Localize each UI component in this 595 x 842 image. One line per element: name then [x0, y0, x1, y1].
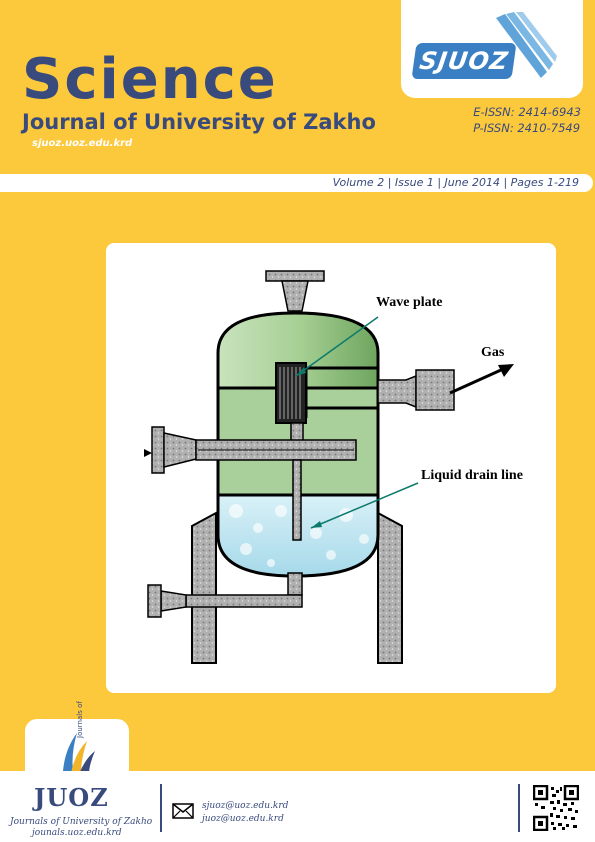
top-nozzle	[281, 280, 309, 312]
volume-bar	[0, 174, 593, 192]
website-link[interactable]: sjuoz.uoz.edu.krd	[32, 138, 133, 149]
outlet-flange	[147, 584, 162, 618]
mail-icon	[172, 803, 194, 819]
drain-line	[292, 459, 302, 541]
label-wave-plate: Wave plate	[376, 295, 443, 310]
label-gas: Gas	[481, 345, 505, 360]
book-pages-icon	[496, 12, 557, 78]
eissn: E-ISSN: 2414-6943	[473, 105, 581, 119]
left-leg	[191, 511, 217, 664]
juoz-logo-card	[25, 719, 129, 779]
juoz-url[interactable]: jounals.uoz.edu.krd	[32, 828, 122, 838]
issue-info: Volume 2 | Issue 1 | June 2014 | Pages 1…	[332, 176, 579, 189]
bubbles	[229, 504, 369, 567]
outlet-pipe	[185, 594, 303, 608]
email-sjuoz[interactable]: sjuoz@uoz.edu.krd	[202, 801, 289, 811]
journal-subtitle: Journal of University of Zakho	[22, 110, 376, 134]
gas-outlet-flange	[415, 369, 455, 411]
label-liquid-drain: Liquid drain line	[421, 468, 523, 483]
gas-outlet-nozzle	[377, 374, 417, 409]
footer-bar	[0, 771, 595, 842]
top-flange	[265, 270, 325, 282]
gas-arrow-head	[498, 364, 514, 377]
right-leg	[377, 511, 403, 664]
separator-vessel-diagram: Wave plate Gas Liquid drain line	[144, 270, 523, 664]
outlet-nozzle	[160, 590, 187, 612]
pissn: P-ISSN: 2410-7549	[473, 121, 581, 135]
juoz-full-name: Journals of University of Zakho	[10, 817, 153, 827]
email-juoz[interactable]: juoz@uoz.edu.krd	[202, 814, 284, 824]
juoz-emblem-icon	[63, 733, 95, 774]
journal-title: Science	[22, 47, 278, 112]
juoz-wordmark: JUOZ	[34, 783, 109, 812]
issn-block: E-ISSN: 2414-6943 P-ISSN: 2410-7549	[473, 104, 581, 136]
cover-figure-panel: Wave plate Gas Liquid drain line	[106, 243, 556, 693]
journals-of-label: Journals of	[76, 701, 84, 738]
inlet-flange	[151, 426, 165, 474]
inlet-nozzle	[163, 432, 197, 468]
footer-divider-right	[518, 784, 520, 832]
footer-divider-left	[160, 784, 162, 832]
qr-code-icon[interactable]	[533, 785, 579, 831]
sjuoz-logo: SJUOZ	[411, 43, 517, 79]
